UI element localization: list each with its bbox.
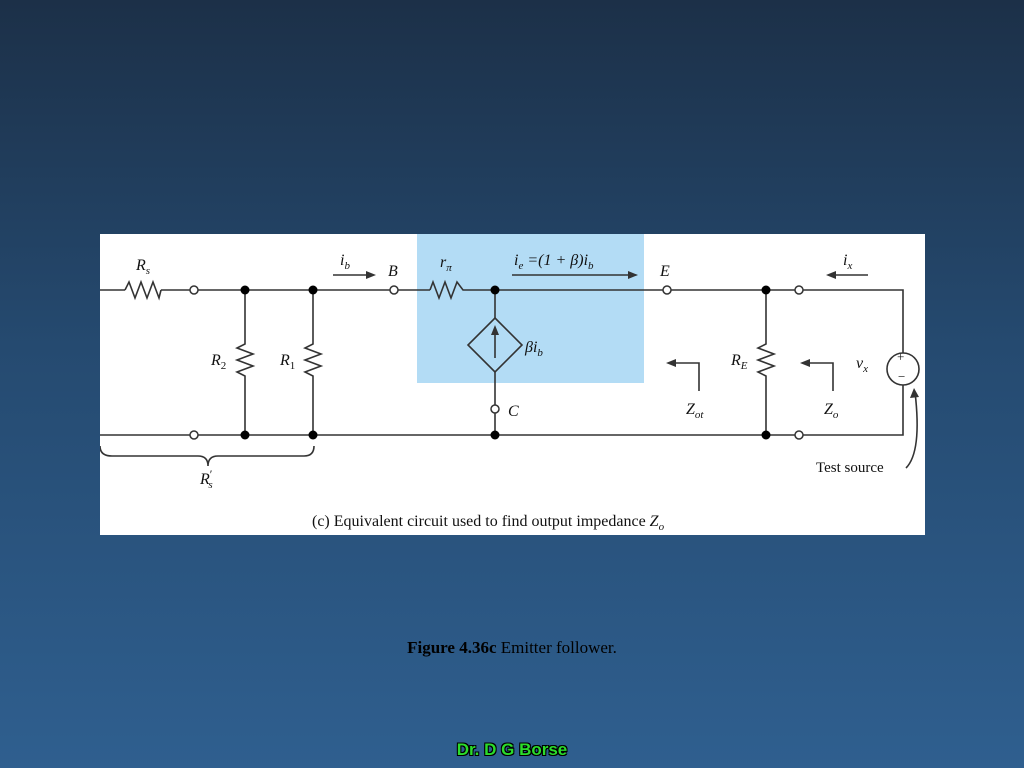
test-source-pointer <box>905 391 918 469</box>
junction-dot <box>490 285 500 295</box>
label-ib: ib <box>340 252 350 272</box>
figure-number: Figure 4.36c <box>407 638 497 657</box>
pointer-arrowhead <box>910 388 919 398</box>
label-zot: Zot <box>686 401 704 421</box>
terminal-base <box>389 285 399 295</box>
label-ie: ie =(1 + β)ib <box>514 252 594 272</box>
terminal <box>189 430 199 440</box>
label-r1: R1 <box>279 352 295 372</box>
ix-arrowhead <box>826 271 836 279</box>
junction-dot <box>240 285 250 295</box>
terminal <box>794 430 804 440</box>
wire-bottom-right <box>803 385 904 436</box>
junction-dot <box>490 430 500 440</box>
test-source-circle <box>886 352 920 386</box>
source-minus-sign: − <box>898 369 905 384</box>
label-rs-prime: R′s <box>199 467 213 491</box>
junction-dot <box>308 430 318 440</box>
transistor-model-highlight <box>417 234 644 383</box>
ib-arrowhead <box>366 271 376 279</box>
resistor-re <box>755 290 777 435</box>
label-r2: R2 <box>210 352 226 372</box>
resistor-r2 <box>234 290 256 435</box>
label-dependent-source: βib <box>524 339 543 359</box>
junction-dot <box>761 430 771 440</box>
ie-arrowhead <box>628 271 638 279</box>
terminal <box>794 285 804 295</box>
label-re: RE <box>730 352 748 372</box>
figure-caption: Figure 4.36c Emitter follower. <box>0 638 1024 658</box>
zot-arrow <box>673 362 700 391</box>
zo-arrowhead <box>800 359 810 367</box>
label-test-source: Test source <box>816 460 884 476</box>
resistor-rs <box>124 279 162 301</box>
label-node-b: B <box>388 263 398 280</box>
label-node-c: C <box>508 403 519 420</box>
wire-top-right <box>803 289 904 353</box>
label-ix: ix <box>843 252 852 272</box>
resistor-r1 <box>302 290 324 435</box>
circuit-figure-panel: Rs R2 R1 ib B rπ ie =(1 + β)ib E βib C Z… <box>100 234 925 535</box>
terminal-collector <box>490 404 500 414</box>
source-plus-sign: + <box>897 349 904 364</box>
terminal-emitter <box>662 285 672 295</box>
junction-dot <box>761 285 771 295</box>
label-vx: vx <box>856 355 868 375</box>
figure-subcaption: (c) Equivalent circuit used to find outp… <box>312 513 665 533</box>
author-credit: Dr. D G Borse <box>456 740 568 759</box>
junction-dot <box>240 430 250 440</box>
resistor-rpi <box>429 279 466 301</box>
label-zo: Zo <box>824 401 839 421</box>
circuit-diagram: Rs R2 R1 ib B rπ ie =(1 + β)ib E βib C Z… <box>100 234 920 533</box>
rs-prime-brace <box>100 445 315 467</box>
label-rpi: rπ <box>440 254 452 274</box>
junction-dot <box>308 285 318 295</box>
label-rs: Rs <box>135 257 150 277</box>
figure-title: Emitter follower. <box>496 638 617 657</box>
source-arrowhead <box>491 325 499 335</box>
zot-arrowhead <box>666 359 676 367</box>
terminal <box>189 285 199 295</box>
label-node-e: E <box>659 263 670 280</box>
zo-arrow <box>807 362 834 391</box>
